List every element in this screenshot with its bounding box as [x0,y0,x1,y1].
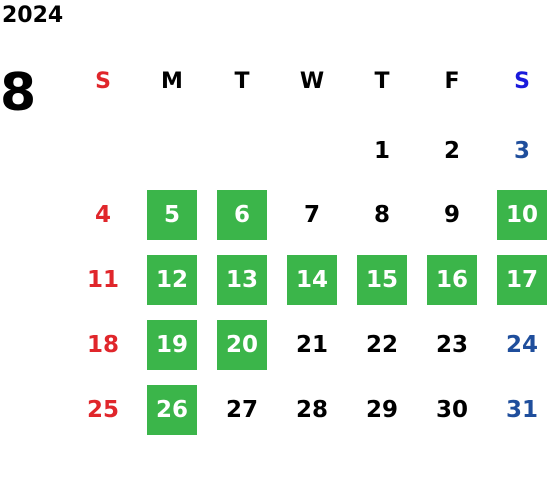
day-cell[interactable]: 5 [147,190,197,240]
day-cell[interactable]: 3 [513,138,530,164]
day-cell[interactable]: 4 [94,202,111,228]
day-cell[interactable]: 12 [147,255,197,305]
day-cell[interactable]: 16 [427,255,477,305]
weekday-header: W [299,68,325,94]
day-cell[interactable]: 21 [295,332,328,358]
day-cell[interactable]: 29 [365,397,398,423]
day-cell[interactable]: 30 [435,397,468,423]
day-cell[interactable]: 7 [303,202,320,228]
day-cell[interactable]: 15 [357,255,407,305]
weekday-header: T [374,68,390,94]
day-cell[interactable]: 10 [497,190,547,240]
month-number: 8 [0,63,37,123]
day-cell[interactable]: 22 [365,332,398,358]
year-label: 2024 [2,3,64,28]
day-cell[interactable]: 6 [217,190,267,240]
weekday-header: T [234,68,250,94]
weekday-header: S [95,68,111,94]
day-cell[interactable]: 24 [505,332,538,358]
day-cell[interactable]: 9 [443,202,460,228]
day-cell[interactable]: 1 [373,138,390,164]
day-cell[interactable]: 2 [443,138,460,164]
day-cell[interactable]: 20 [217,320,267,370]
day-cell[interactable]: 11 [86,267,119,293]
day-cell[interactable]: 17 [497,255,547,305]
day-cell[interactable]: 8 [373,202,390,228]
day-cell[interactable]: 31 [505,397,538,423]
weekday-header: F [444,68,460,94]
weekday-header: M [161,68,183,94]
day-cell[interactable]: 18 [86,332,119,358]
weekday-header: S [514,68,530,94]
day-cell[interactable]: 13 [217,255,267,305]
day-cell[interactable]: 19 [147,320,197,370]
day-cell[interactable]: 25 [86,397,119,423]
day-cell[interactable]: 27 [225,397,258,423]
day-cell[interactable]: 28 [295,397,328,423]
day-cell[interactable]: 23 [435,332,468,358]
day-cell[interactable]: 26 [147,385,197,435]
day-cell[interactable]: 14 [287,255,337,305]
